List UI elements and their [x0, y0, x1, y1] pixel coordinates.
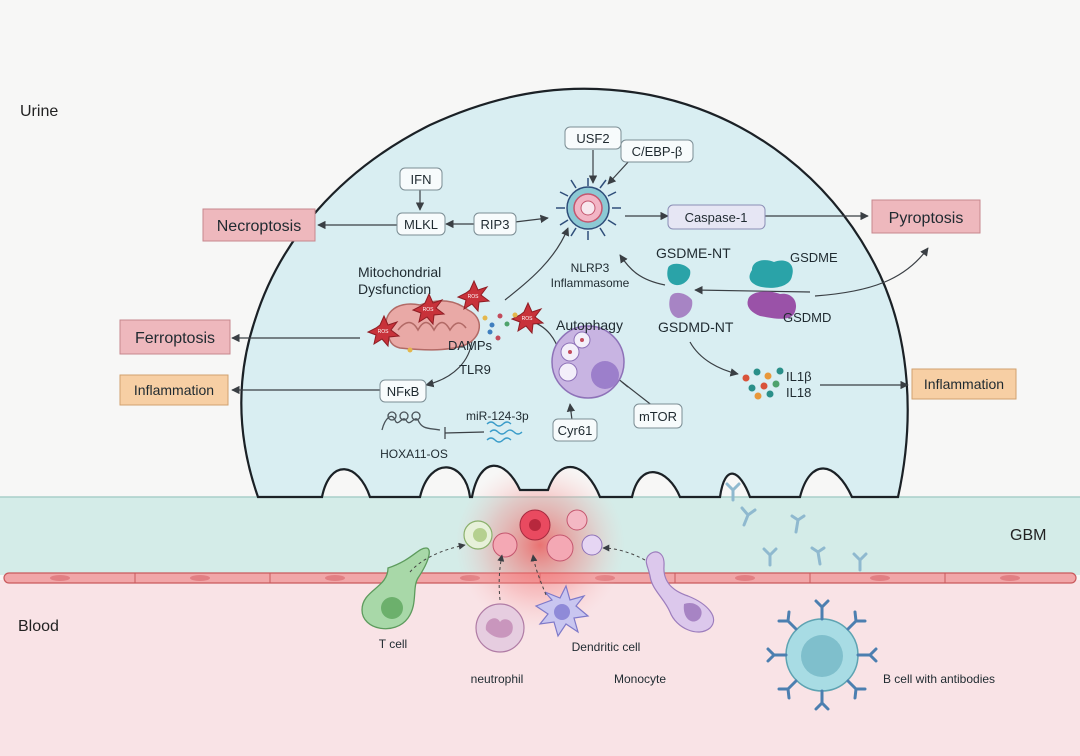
svg-text:USF2: USF2 [576, 131, 609, 146]
gsdmd-label: GSDMD [783, 310, 831, 325]
necroptosis-box: Necroptosis [202, 208, 316, 242]
svg-text:ROS: ROS [423, 307, 435, 313]
tlr9-label: TLR9 [459, 362, 491, 377]
t-cell-icon [361, 547, 430, 630]
mitochondrion-icon [385, 300, 480, 351]
region-label-gbm: GBM [1010, 527, 1046, 544]
damps-dots [407, 312, 518, 353]
inflammasome-label: Inflammasome [551, 276, 630, 290]
cyr61-node: Cyr61 [552, 418, 598, 442]
inflammation-right-box: Inflammation [911, 368, 1017, 400]
b-cell-label: B cell with antibodies [883, 672, 995, 686]
autophagy-label: Autophagy [556, 317, 623, 333]
ifn-node: IFN [399, 167, 443, 191]
antibodies-icon [725, 482, 868, 572]
hoxa11-os-rna-icon [381, 411, 441, 431]
region-label-blood: Blood [18, 618, 59, 635]
neutrophil-icon [475, 603, 525, 653]
autophagy-cell-icon [551, 325, 625, 399]
caspase1-node: Caspase-1 [667, 204, 766, 230]
svg-text:ROS: ROS [378, 329, 390, 335]
inflammation-glow [455, 460, 625, 630]
svg-text:ROS: ROS [468, 294, 480, 300]
il1b-label: IL1β [786, 369, 812, 384]
mirna-icon [486, 421, 523, 443]
ros-burst-icon: ROS ROS ROS ROS [366, 279, 545, 348]
svg-text:MLKL: MLKL [404, 217, 438, 232]
gsdmd-protein-icon [747, 291, 797, 319]
dendritic-cell-icon [534, 584, 590, 638]
svg-text:Cyr61: Cyr61 [558, 423, 593, 438]
svg-text:Ferroptosis: Ferroptosis [135, 330, 215, 347]
pyroptosis-box: Pyroptosis [871, 199, 981, 234]
svg-text:Inflammation: Inflammation [924, 376, 1004, 392]
gsdme-protein-icon [749, 260, 793, 288]
gsdme-nt-label: GSDME-NT [656, 245, 731, 261]
svg-text:Necroptosis: Necroptosis [217, 218, 301, 235]
t-cell-label: T cell [379, 637, 407, 651]
svg-text:ROS: ROS [522, 316, 534, 322]
neutrophil-label: neutrophil [471, 672, 524, 686]
mtor-node: mTOR [633, 403, 683, 429]
inflammation-left-box: Inflammation [119, 374, 229, 406]
svg-text:Pyroptosis: Pyroptosis [889, 210, 964, 227]
nlrp3-inflammasome-icon [556, 178, 621, 240]
svg-text:C/EBP-β: C/EBP-β [632, 144, 683, 159]
nlrp3-label: NLRP3 [571, 261, 610, 275]
gsdmd-nt-label: GSDMD-NT [658, 319, 734, 335]
svg-text:NFκB: NFκB [387, 384, 420, 399]
hoxa11-os-label: HOXA11-OS [380, 447, 448, 461]
rip3-node: RIP3 [473, 212, 517, 236]
b-cell-icon [766, 599, 878, 711]
infiltrating-cells [463, 509, 603, 562]
gsdme-nt-icon [667, 263, 691, 286]
svg-text:Inflammation: Inflammation [134, 382, 214, 398]
cebpb-node: C/EBP-β [620, 139, 694, 163]
gsdmd-nt-icon [669, 292, 693, 318]
il18-label: IL18 [786, 385, 811, 400]
dendritic-cell-label: Dendritic cell [572, 640, 641, 654]
mir-124-3p-label: miR-124-3p [466, 409, 529, 423]
dysfunction-label: Dysfunction [358, 281, 431, 297]
gsdme-label: GSDME [790, 250, 838, 265]
svg-text:IFN: IFN [411, 172, 432, 187]
svg-text:RIP3: RIP3 [481, 217, 510, 232]
usf2-node: USF2 [564, 126, 622, 150]
damps-label: DAMPs [448, 338, 493, 353]
mlkl-node: MLKL [396, 212, 446, 236]
monocyte-icon [645, 551, 715, 633]
region-label-urine: Urine [20, 103, 58, 120]
svg-text:mTOR: mTOR [639, 409, 677, 424]
cytokine-dots [742, 367, 784, 400]
nfkb-node: NFκB [379, 379, 427, 403]
monocyte-label: Monocyte [614, 672, 666, 686]
ferroptosis-box: Ferroptosis [119, 319, 231, 355]
svg-text:Caspase-1: Caspase-1 [685, 210, 748, 225]
mitochondrial-label: Mitochondrial [358, 264, 441, 280]
